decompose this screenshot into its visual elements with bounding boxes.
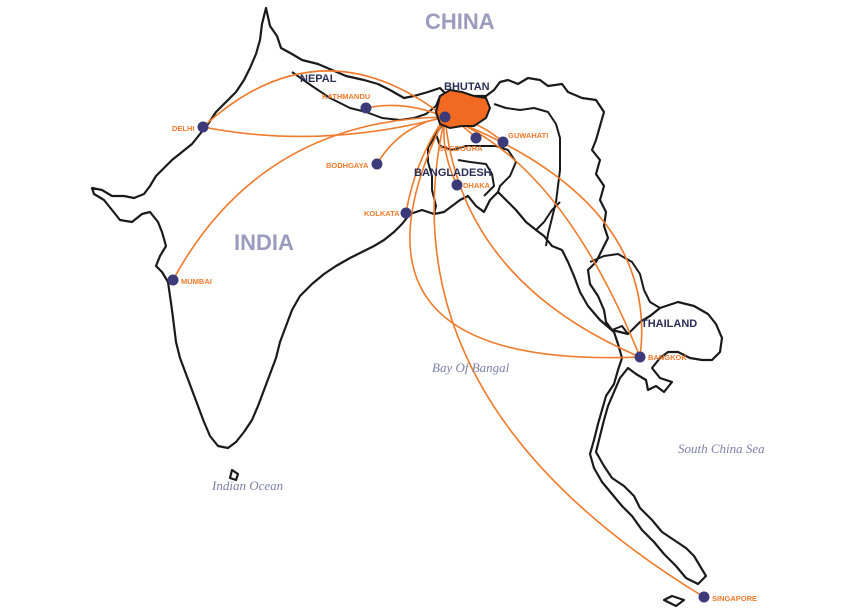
city-marker-paro[interactable] [439,111,451,123]
water-label-bay: Bay Of Bangal [432,360,510,375]
country-label-thailand: THAILAND [641,318,698,330]
route-delhi-paro-south [202,116,446,138]
city-marker-kolkata[interactable] [400,207,412,219]
sumatra-outline [662,594,686,608]
route-bangkok-paro-west [409,116,641,359]
country-label-bhutan: BHUTAN [444,81,490,93]
city-label-kathmandu[interactable]: KATHMANDU [322,92,371,101]
city-marker-bagdogra[interactable] [470,132,482,144]
city-label-bangkok[interactable]: BANGKOK [648,353,687,362]
route-kolkata-paro [405,116,446,214]
country-label-india: INDIA [234,230,294,255]
city-marker-bangkok[interactable] [634,351,646,363]
route-delhi-paro-north [202,70,446,128]
city-label-bodhgaya[interactable]: BODHGAYA [326,161,369,170]
route-singapore-paro [433,116,705,598]
city-marker-bodhgaya[interactable] [371,158,383,170]
city-marker-delhi[interactable] [197,121,209,133]
route-bangkok-paro-east [444,116,641,358]
city-label-bagdogra[interactable]: BAGDOGRA [438,144,483,153]
city-label-singapore[interactable]: SINGAPORE [712,594,758,603]
route-bodhgaya-paro [376,116,446,165]
city-label-guwahati[interactable]: GUWAHATI [508,131,549,140]
route-bangkok-paro-mid [444,116,641,358]
city-label-kolkata[interactable]: KOLKATA [364,209,400,218]
land-outlines [90,6,724,608]
country-label-china: CHINA [425,9,495,34]
sri-lanka-outline [228,468,240,482]
city-label-delhi[interactable]: DELHI [172,124,195,133]
water-label-ocean: Indian Ocean [212,478,284,493]
city-markers [167,102,710,603]
city-marker-dhaka[interactable] [451,179,463,191]
city-marker-singapore[interactable] [698,591,710,603]
city-marker-guwahati[interactable] [497,136,509,148]
city-label-mumbai[interactable]: MUMBAI [181,277,212,286]
country-label-nepal: NEPAL [300,73,337,85]
city-label-dhaka[interactable]: DHAKA [463,181,491,190]
city-marker-kathmandu[interactable] [360,102,372,114]
mainland-outline [90,6,724,586]
country-label-bangladesh: BANGLADESH [414,167,492,179]
city-marker-mumbai[interactable] [167,274,179,286]
route-mumbai-paro [172,116,446,281]
water-label-sea: South China Sea [678,441,765,456]
